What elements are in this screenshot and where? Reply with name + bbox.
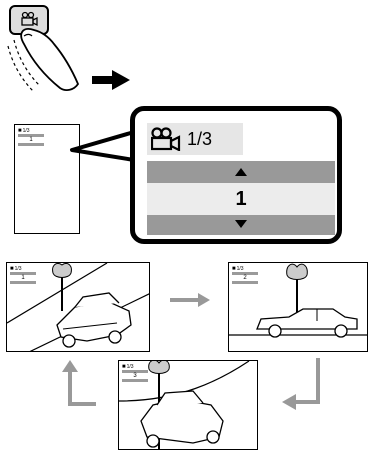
hand-press-illustration <box>0 0 140 100</box>
down-arrow-icon <box>147 215 335 235</box>
angle-popup: 1/3 1 <box>130 106 342 244</box>
camera-icon <box>151 127 181 151</box>
osd-angle-label: 1/3 <box>237 266 244 272</box>
osd-down-bar <box>18 143 44 146</box>
camera-icon: ■ <box>10 266 14 272</box>
osd-angle-label: 1/3 <box>23 128 30 134</box>
callout-pointer <box>60 128 140 168</box>
flow-arrow-right <box>168 290 212 310</box>
osd-angle-label: 1/3 <box>127 364 134 370</box>
car-front-three-quarter <box>57 293 131 347</box>
finger <box>21 29 78 90</box>
flow-arrow-up <box>56 358 100 412</box>
popup-up-bar[interactable] <box>147 161 335 183</box>
car-side-view <box>257 309 357 337</box>
scene-1-osd: ■1/3 1 <box>10 266 36 284</box>
popup-header: 1/3 <box>147 123 243 155</box>
scene-view-3: ■1/3 3 <box>118 360 258 450</box>
small-monitor-osd: ■ 1/3 1 <box>18 128 44 146</box>
scene-2-osd: ■1/3 2 <box>232 266 258 284</box>
osd-down-bar <box>122 379 148 382</box>
osd-angle-label: 1/3 <box>15 266 22 272</box>
camera-icon: ■ <box>18 128 22 134</box>
flow-arrow-down-left <box>276 356 326 412</box>
up-arrow-icon <box>147 161 335 183</box>
osd-down-bar <box>232 281 258 284</box>
scene-3-osd: ■1/3 3 <box>122 364 148 382</box>
popup-angle-label: 1/3 <box>187 129 212 150</box>
pointer-arrow <box>92 70 130 90</box>
car-rear-three-quarter <box>141 391 223 447</box>
osd-down-bar <box>10 281 36 284</box>
scene-view-2: ■1/3 2 <box>228 262 368 352</box>
scene-view-1: ■1/3 1 <box>6 262 150 352</box>
camera-icon: ■ <box>232 266 236 272</box>
popup-down-bar[interactable] <box>147 215 335 235</box>
popup-angle-value: 1 <box>147 183 335 215</box>
camera-icon: ■ <box>122 364 126 370</box>
